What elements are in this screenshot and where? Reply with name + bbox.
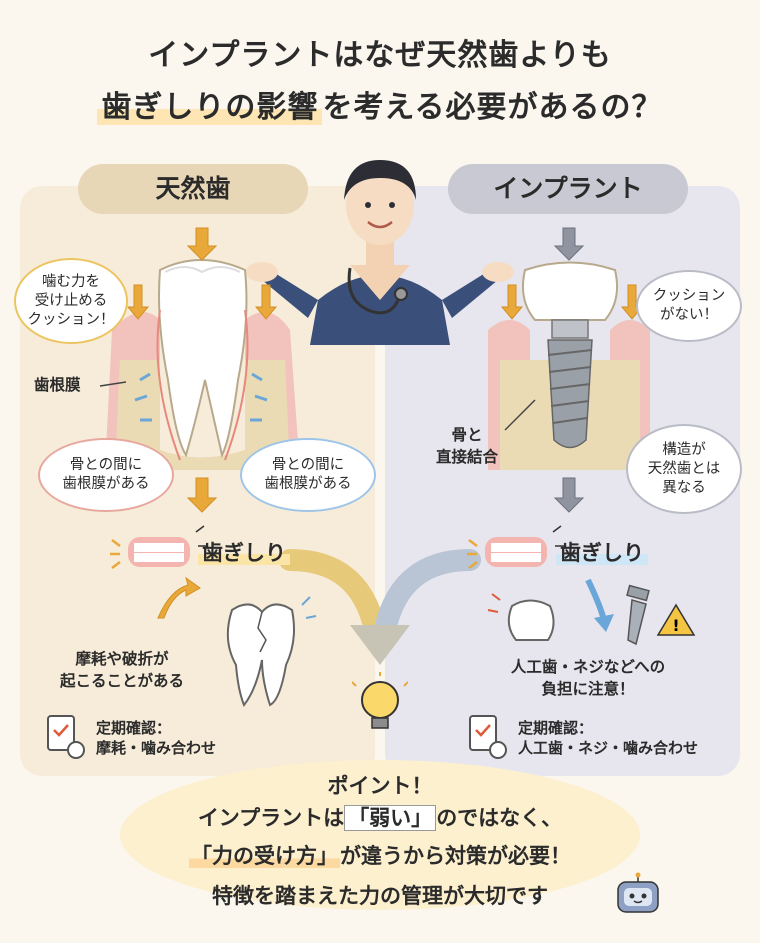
point-heading: ポイント！: [327, 774, 433, 798]
svg-text:!: !: [672, 616, 679, 635]
cracked-tooth-icon: [226, 596, 317, 707]
implant-result: 人工歯・ネジなどへの負担に注意！: [510, 658, 666, 698]
checklist-icon-right: [469, 715, 507, 759]
implant-result-arrow: [585, 578, 607, 621]
natural-result: 摩耗や破折が起こることがある: [60, 650, 185, 690]
point-box: [120, 760, 640, 910]
structure-bubble: 構造が天然歯とは異なる: [626, 424, 742, 514]
screw-icon: [626, 584, 650, 646]
implant-illustration: [488, 261, 650, 470]
checklist-icon-left: [47, 715, 85, 759]
warning-icon: !: [656, 603, 696, 636]
implant-force-arrows: [553, 227, 585, 513]
page-title-line1: インプラントはなぜ天然歯よりも: [148, 38, 612, 73]
point-line3: 特徴を踏まえた力の管理が大切です: [212, 884, 548, 908]
point-line2: 「力の受け方」が違うから対策が必要！: [189, 844, 571, 868]
title-highlight: 歯ぎしりの影響: [97, 90, 323, 125]
point-line1: インプラントは「弱い」のではなく、: [197, 805, 563, 831]
dentist-illustration: [246, 160, 514, 345]
bruxism-label-right: 歯ぎしり: [556, 537, 648, 567]
bone-bubble-left: 骨との間に歯根膜がある: [38, 438, 174, 512]
title-rest: を考える必要があるの？: [322, 90, 663, 125]
merging-arrow: [279, 549, 481, 665]
natural-tooth-header: 天然歯: [78, 164, 308, 214]
lightbulb-icon: [352, 672, 408, 729]
natural-tooth-illustration: [99, 259, 300, 470]
bone-bubble-right: 骨との間に歯根膜がある: [240, 438, 376, 512]
bruxism-label-left: 歯ぎしり: [198, 537, 290, 567]
weak-box: 「弱い」: [344, 805, 437, 831]
natural-force-arrows: [126, 227, 278, 619]
cushion-bubble: 噛む力を受け止めるクッション！: [14, 258, 128, 344]
artificial-crown-icon: [487, 593, 555, 641]
no-cushion-bubble: クッションがない！: [636, 270, 742, 342]
grinding-teeth-icon-left: [110, 525, 208, 569]
pdl-label: 歯根膜: [34, 376, 81, 394]
bone-fusion-label: 骨と直接結合: [436, 426, 499, 466]
natural-check: 定期確認：摩耗・噛み合わせ: [96, 719, 217, 757]
implant-check: 定期確認：人工歯・ネジ・噛み合わせ: [518, 719, 699, 757]
page-title-line2: 歯ぎしりの影響を考える必要があるの？: [0, 82, 760, 126]
robot-icon: [617, 872, 659, 913]
grinding-teeth-icon-right: [467, 525, 565, 569]
implant-header: インプラント: [448, 164, 688, 214]
